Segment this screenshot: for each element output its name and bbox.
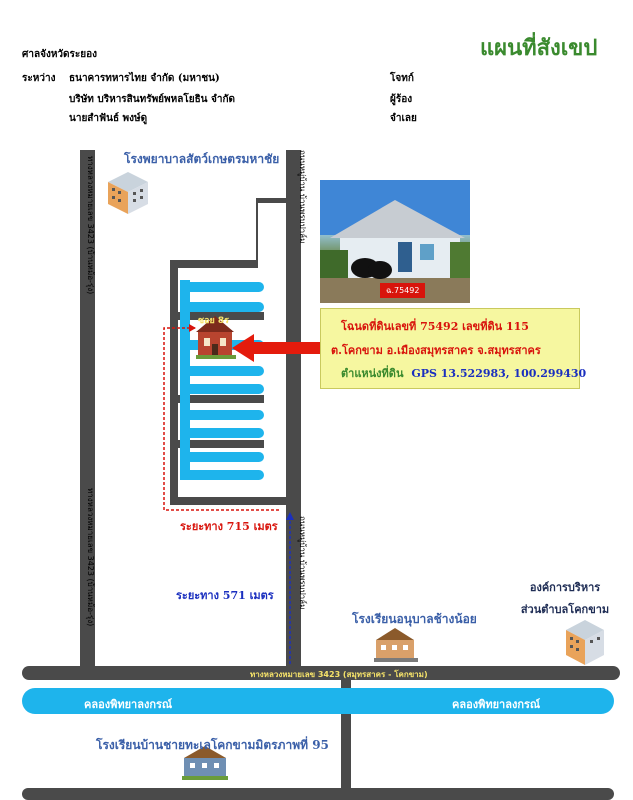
red-route-arrowhead bbox=[189, 324, 196, 332]
soi-branch-grey bbox=[178, 395, 264, 403]
red-route bbox=[163, 327, 280, 511]
soi-branch-blue bbox=[180, 302, 264, 312]
house-photo-illustration bbox=[320, 180, 470, 303]
soi-branch-grey bbox=[178, 312, 264, 320]
kindergarten-building-icon bbox=[374, 628, 418, 662]
photo-tag: ฉ.75492 bbox=[380, 283, 426, 298]
soi-branch-blue bbox=[180, 428, 264, 438]
school-building-icon bbox=[182, 746, 228, 780]
right-road-label-upper: ถนนหมู่บ้าน บ้านพรบปาล์ม bbox=[298, 150, 307, 244]
info-box: โฉนดที่ดินเลขที่ 75492 เลขที่ดิน 115 ต.โ… bbox=[320, 308, 586, 389]
distance-red-label: ระยะทาง 715 เมตร bbox=[180, 520, 278, 533]
left-road-label-lower: ทางหลวงหมายเลข 3423 (บ้านหม้อ-รุ่ง) bbox=[86, 488, 95, 627]
property-photo: ฉ.75492 bbox=[320, 180, 470, 303]
tambon-org-label-2: ส่วนตำบลโคกขาม bbox=[520, 603, 610, 616]
tambon-org-label-1: องค์การบริหาร bbox=[529, 581, 601, 594]
soi-branch-grey bbox=[178, 440, 264, 448]
pointer-arrow-head bbox=[232, 334, 254, 362]
left-vertical-road bbox=[80, 150, 95, 680]
party-plaintiff-role: โจทก์ bbox=[390, 73, 414, 84]
blue-route-arrowhead bbox=[286, 512, 294, 520]
party-claimant: บริษัท บริหารสินทรัพย์พหลโยธิน จำกัด bbox=[69, 94, 236, 105]
canal-crossing-road bbox=[341, 680, 351, 795]
soi-branch-spine bbox=[180, 280, 190, 480]
lower-road bbox=[22, 788, 614, 800]
canal-label-right: คลองพิทยาลงกรณ์ bbox=[452, 698, 541, 711]
soi-upper-road bbox=[170, 198, 300, 268]
soi-branch-blue bbox=[180, 282, 264, 292]
soi-bottom-road bbox=[170, 497, 293, 505]
party-plaintiff: ธนาคารทหารไทย จำกัด (มหาชน) bbox=[69, 73, 220, 84]
info-gps-row: ตำแหน่งที่ดิน GPS 13.522983, 100.299430 bbox=[341, 364, 586, 382]
soi-branch-blue bbox=[180, 384, 264, 394]
hospital-label: โรงพยาบาลสัตว์เกษตรมหาชัย bbox=[124, 152, 280, 166]
main-highway bbox=[22, 666, 620, 680]
info-deed: โฉนดที่ดินเลขที่ 75492 เลขที่ดิน 115 bbox=[341, 320, 529, 333]
house-icon bbox=[196, 316, 236, 359]
soi-branch-blue bbox=[180, 410, 264, 420]
main-highway-label: ทางหลวงหมายเลข 3423 (สมุทรสาคร - โคกขาม) bbox=[250, 670, 428, 679]
soi-label: ซอย 8ร bbox=[198, 316, 230, 326]
distance-blue-label: ระยะทาง 571 เมตร bbox=[176, 589, 274, 602]
tambon-org-building-icon bbox=[566, 620, 604, 665]
party-defendant-role: จำเลย bbox=[390, 113, 417, 124]
map-title: แผนที่สังเขป bbox=[480, 35, 598, 61]
kindergarten-label: โรงเรียนอนุบาลช้างน้อย bbox=[352, 612, 477, 626]
pointer-arrow-shaft bbox=[248, 342, 320, 354]
info-location: ต.โคกขาม อ.เมืองสมุทรสาคร จ.สมุทรสาคร bbox=[331, 344, 541, 357]
canal bbox=[22, 688, 614, 714]
soi-main-road bbox=[170, 260, 178, 505]
canal-label-left: คลองพิทยาลงกรณ์ bbox=[84, 698, 173, 711]
left-road-label-upper: ทางหลวงหมายเลข 3423 (บ้านหม้อ-รุ่ง) bbox=[86, 156, 95, 295]
hospital-building-icon bbox=[108, 172, 148, 214]
right-road-label-lower: ถนนหมู่บ้าน บ้านพรบปาล์ม bbox=[298, 516, 307, 610]
court-name: ศาลจังหวัดระยอง bbox=[22, 49, 98, 60]
soi-branch-blue bbox=[180, 452, 264, 462]
info-gps-value: GPS 13.522983, 100.299430 bbox=[411, 367, 587, 380]
info-gps-label: ตำแหน่งที่ดิน bbox=[341, 367, 404, 380]
soi-branch-blue bbox=[180, 470, 264, 480]
party-defendant: นายสำฟันธ์ พงษ์ดู bbox=[69, 113, 148, 124]
party-claimant-role: ผู้ร้อง bbox=[390, 94, 413, 105]
between-label: ระหว่าง bbox=[22, 73, 56, 84]
school-label: โรงเรียนบ้านชายทะเลโคกขามมิตรภาพที่ 95 bbox=[96, 738, 329, 752]
soi-branch-blue bbox=[180, 366, 264, 376]
